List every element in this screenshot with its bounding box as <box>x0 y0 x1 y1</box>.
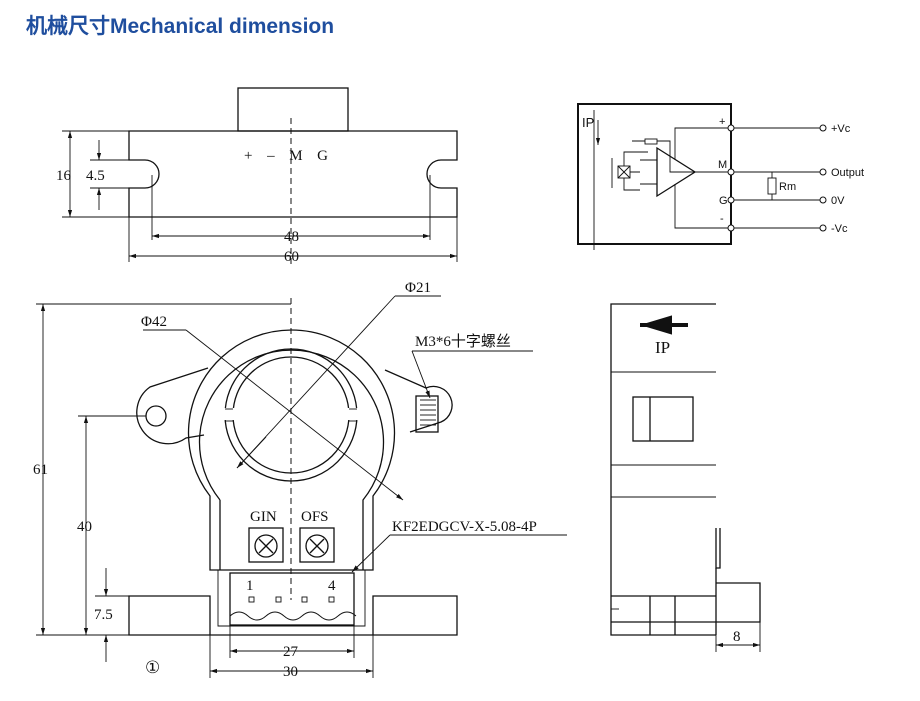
terminal-minus-vc: -Vc <box>831 223 848 235</box>
schematic: IP Rm + M G - <box>577 103 864 250</box>
terminal-plus-vc: +Vc <box>831 123 851 135</box>
view-marker: ① <box>145 658 160 677</box>
dim-width: 60 <box>284 249 299 265</box>
screw-label: M3*6十字螺丝 <box>415 333 511 350</box>
dim-slot-pitch: 48 <box>284 229 299 245</box>
pin-number-1: 1 <box>246 578 254 594</box>
dim-connector-pitch: 27 <box>283 644 299 660</box>
pin-mark-m: M <box>718 159 727 171</box>
front-body-outline <box>187 329 396 571</box>
connector-label: KF2EDGCV-X-5.08-4P <box>392 519 537 535</box>
dim-height: 61 <box>33 462 48 478</box>
top-view: + – M G 48 60 16 4.5 <box>56 87 458 265</box>
ofs-pot-icon <box>305 534 329 558</box>
dim-outer-diameter: Φ42 <box>141 314 167 330</box>
pin-mark-plus: + <box>719 116 725 128</box>
top-pin-marks: + – M G <box>244 148 328 164</box>
pin-number-4: 4 <box>328 578 336 594</box>
dim-side-width: 8 <box>733 629 741 645</box>
rm-label: Rm <box>779 181 796 193</box>
terminal-output: Output <box>831 167 864 179</box>
dim-inner-diameter: Φ21 <box>405 280 431 296</box>
gin-pot-icon <box>254 534 278 558</box>
dim-base-width: 30 <box>283 664 298 680</box>
pin-mark-minus: - <box>720 213 724 225</box>
terminal-0v: 0V <box>831 195 845 207</box>
side-view: IP 8 <box>610 303 761 652</box>
front-view: 1 4 GIN OFS Φ42 Φ21 M3*6十字螺丝 <box>33 280 567 680</box>
page-title: 机械尺寸Mechanical dimension <box>26 15 335 38</box>
pin-mark-g: G <box>719 195 728 207</box>
dim-hole-height: 40 <box>77 519 92 535</box>
top-body-outline <box>128 130 458 218</box>
dim-slot: 4.5 <box>86 168 105 184</box>
side-ip-label: IP <box>655 338 670 357</box>
dim-height-total: 16 <box>56 168 72 184</box>
dim-base-height: 7.5 <box>94 607 113 623</box>
pot-label-gin: GIN <box>250 509 277 525</box>
schematic-ip-label: IP <box>582 115 594 130</box>
pot-label-ofs: OFS <box>301 509 329 525</box>
